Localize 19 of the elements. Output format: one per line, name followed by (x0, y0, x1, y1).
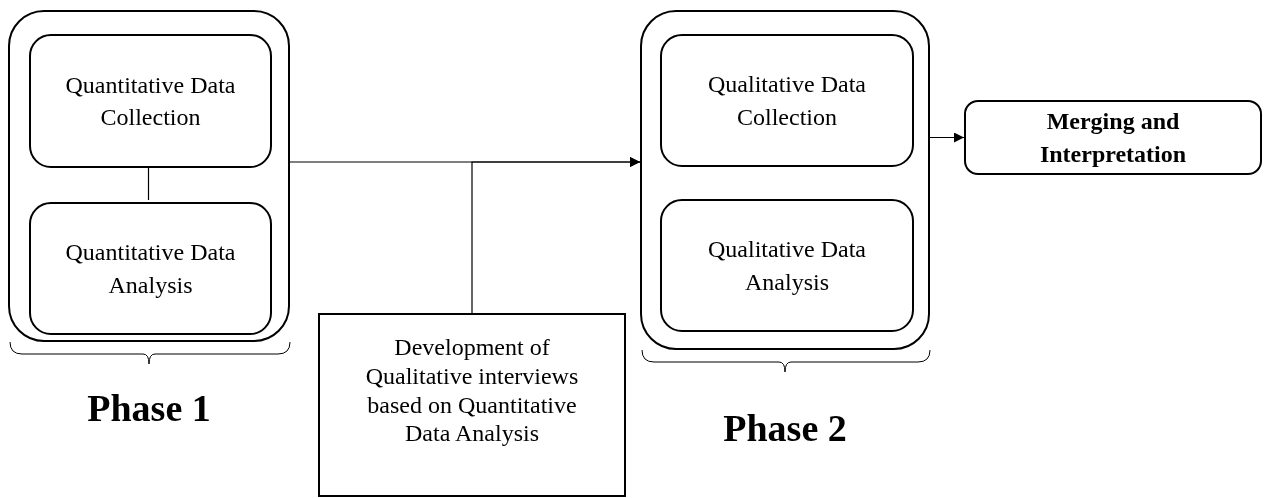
process-box (660, 199, 914, 332)
process-box (660, 34, 914, 167)
rounded-box (640, 10, 930, 350)
node-label: Qualitative Data Analysis (707, 235, 867, 297)
arrow (471, 157, 641, 314)
phase-label: Phase 2 (722, 406, 848, 450)
phase-label: Phase 1 (86, 386, 212, 430)
rounded-box (8, 10, 290, 342)
node-label: Qualitative Data Collection (707, 70, 867, 132)
node-label: Quantitative Data Collection (64, 70, 237, 132)
process-box (29, 202, 272, 335)
node-label: Quantitative Data Analysis (64, 238, 237, 300)
node-label: Merging and Interpretation (1038, 107, 1188, 169)
note-box (318, 313, 626, 497)
process-box (29, 34, 272, 168)
result-box (964, 100, 1262, 175)
connector-line (147, 165, 150, 201)
arrow (929, 132, 965, 143)
node-label: Development of Qualitative interviews based on Quantitative Data Analysis (364, 333, 580, 449)
